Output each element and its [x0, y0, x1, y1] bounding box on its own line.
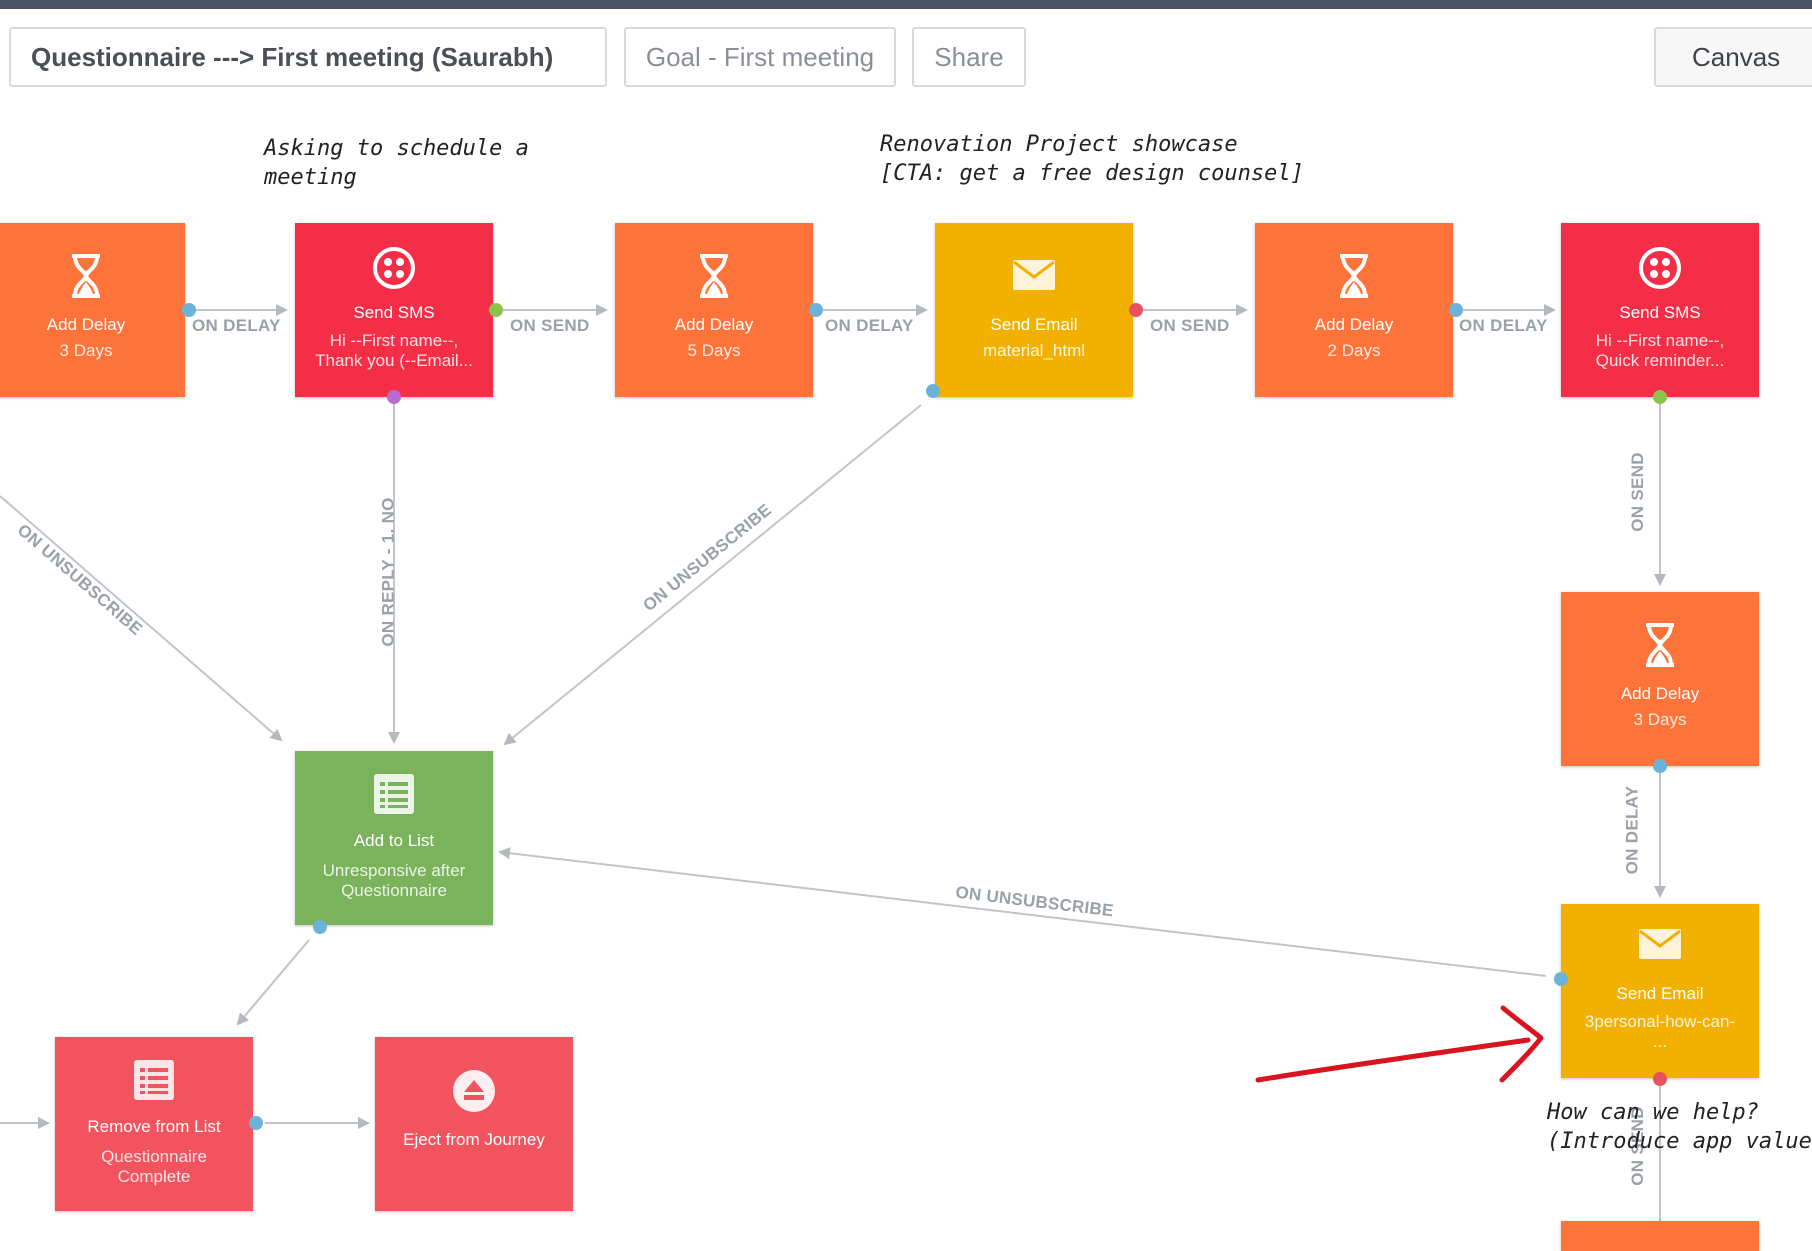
sms-icon	[295, 245, 493, 293]
node-subtitle: 2 Days	[1327, 341, 1381, 360]
envelope-icon	[1561, 928, 1759, 976]
node-add-to-list[interactable]: Add to List Unresponsive after Questionn…	[295, 751, 493, 925]
top-app-bar	[0, 0, 1812, 9]
node-title: Add Delay	[1620, 684, 1700, 703]
port-dot[interactable]	[489, 303, 503, 317]
edge-label: ON DELAY	[1622, 785, 1642, 875]
node-title: Eject from Journey	[403, 1130, 545, 1149]
port-dot[interactable]	[1653, 1072, 1667, 1086]
edge-email2-addlist	[498, 847, 1547, 977]
edge-email1-addlist	[503, 404, 922, 746]
port-dot[interactable]	[1554, 972, 1568, 986]
node-subtitle: 3personal-how-can- ...	[1584, 1012, 1736, 1051]
list-icon	[295, 773, 493, 821]
edge-label: ON SEND	[1150, 316, 1230, 335]
edge-label: ON REPLY - 1. NO	[378, 497, 398, 647]
port-dot[interactable]	[926, 384, 940, 398]
list-icon	[55, 1059, 253, 1107]
port-dot[interactable]	[249, 1116, 263, 1130]
node-title: Remove from List	[87, 1117, 221, 1136]
node-title: Add Delay	[674, 315, 754, 334]
canvas-button[interactable]: Canvas	[1654, 27, 1812, 87]
hourglass-icon	[1561, 622, 1759, 670]
port-dot[interactable]	[1653, 390, 1667, 404]
node-subtitle: material_html	[982, 341, 1086, 360]
port-dot[interactable]	[387, 390, 401, 404]
note-schedule-meeting: Asking to schedule a meeting	[264, 136, 529, 190]
edge-label: ON SEND	[1627, 452, 1647, 532]
annotation-arrow	[1255, 1005, 1544, 1083]
edge-label: ON DELAY	[192, 316, 281, 335]
node-send-sms-1[interactable]: Send SMS Hi --First name--, Thank you (-…	[295, 223, 493, 397]
node-subtitle: 3 Days	[1633, 710, 1687, 729]
edge-label: ON DELAY	[1459, 316, 1548, 335]
node-title: Send Email	[990, 315, 1078, 334]
edge-label: ON SEND	[510, 316, 590, 335]
port-dot[interactable]	[1129, 303, 1143, 317]
envelope-icon	[935, 259, 1133, 307]
node-subtitle: 5 Days	[687, 341, 741, 360]
goal-button[interactable]: Goal - First meeting	[624, 27, 896, 87]
node-subtitle: Unresponsive after Questionnaire	[322, 861, 466, 900]
node-title: Send SMS	[1619, 303, 1701, 322]
node-title: Add to List	[353, 831, 435, 850]
node-subtitle: Questionnaire Complete	[101, 1147, 207, 1186]
edge-addlist-removelist	[236, 939, 310, 1026]
hourglass-icon	[1255, 253, 1453, 301]
node-title: Send SMS	[353, 303, 435, 322]
node-title: Send Email	[1616, 984, 1704, 1003]
node-subtitle: Hi --First name--, Thank you (--Email...	[315, 331, 473, 370]
node-send-email-2[interactable]: Send Email 3personal-how-can- ...	[1561, 904, 1759, 1078]
port-dot[interactable]	[809, 303, 823, 317]
node-next-partial[interactable]	[1561, 1221, 1759, 1251]
node-title: Add Delay	[1314, 315, 1394, 334]
port-dot[interactable]	[1449, 303, 1463, 317]
port-dot[interactable]	[182, 303, 196, 317]
node-add-delay-4[interactable]: Add Delay 3 Days	[1561, 592, 1759, 766]
node-add-delay-2[interactable]: Add Delay 5 Days	[615, 223, 813, 397]
sms-icon	[1561, 245, 1759, 293]
note-how-can-we-help: How can we help? (Introduce app value)	[1547, 1100, 1812, 1154]
journey-title-field[interactable]: Questionnaire ---> First meeting (Saurab…	[9, 27, 607, 87]
node-add-delay-1[interactable]: Add Delay 3 Days	[0, 223, 185, 397]
node-subtitle: Hi --First name--, Quick reminder...	[1595, 331, 1725, 370]
node-send-sms-2[interactable]: Send SMS Hi --First name--, Quick remind…	[1561, 223, 1759, 397]
port-dot[interactable]	[313, 920, 327, 934]
node-title: Add Delay	[46, 315, 126, 334]
edge-left-addlist	[0, 495, 283, 742]
hourglass-icon	[0, 253, 185, 301]
hourglass-icon	[615, 253, 813, 301]
node-add-delay-3[interactable]: Add Delay 2 Days	[1255, 223, 1453, 397]
node-remove-from-list[interactable]: Remove from List Questionnaire Complete	[55, 1037, 253, 1211]
eject-icon	[375, 1069, 573, 1117]
port-dot[interactable]	[1653, 759, 1667, 773]
share-button[interactable]: Share	[912, 27, 1026, 87]
node-subtitle: 3 Days	[59, 341, 113, 360]
node-send-email-1[interactable]: Send Email material_html	[935, 223, 1133, 397]
node-eject-from-journey[interactable]: Eject from Journey	[375, 1037, 573, 1211]
note-renovation-showcase: Renovation Project showcase [CTA: get a …	[880, 132, 1304, 186]
edge-label: ON DELAY	[825, 316, 914, 335]
